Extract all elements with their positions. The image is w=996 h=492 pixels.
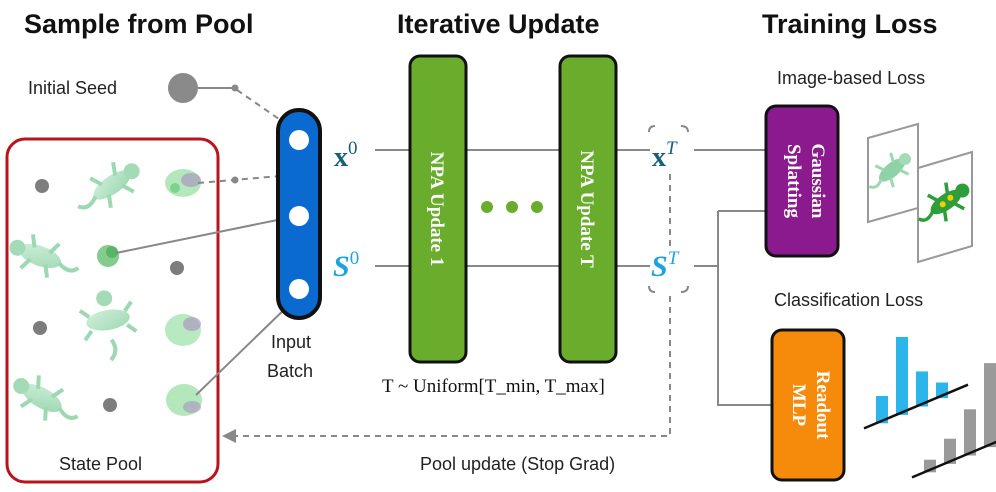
svg-text:xT: xT (652, 138, 678, 173)
pool-update-return-path (236, 296, 671, 437)
ellipsis-dots (481, 201, 543, 213)
pool-update-arrowhead (222, 429, 236, 443)
input-batch-label-line1: Input (271, 332, 311, 352)
pool-lizard-state (13, 375, 79, 421)
xT-superscript: T (666, 138, 678, 159)
batch-slot (289, 130, 309, 150)
readout-label-line1: Readout (812, 371, 833, 440)
sT-vertical-trunk (717, 211, 772, 406)
s0-symbol: S0 (333, 248, 359, 283)
npa-update-1-label: NPA Update 1 (426, 152, 447, 267)
npa-update-1-block (408, 54, 468, 364)
pool-seed-state (170, 261, 184, 275)
readout-label-line2: MLP (788, 384, 809, 427)
pool-seed-state (33, 321, 47, 335)
pool-update-label: Pool update (Stop Grad) (420, 454, 615, 474)
seed-connector-joint (231, 84, 239, 92)
target-class-histogram (911, 363, 996, 479)
t-distribution-label: T ~ Uniform[T_min, T_max] (382, 376, 605, 397)
state-pool-label: State Pool (59, 454, 142, 474)
state-pool-box (5, 137, 220, 484)
histogram-bar (876, 396, 888, 424)
histogram-bar (964, 409, 976, 456)
rendered-lizard (868, 152, 912, 189)
batch-slot (289, 279, 309, 299)
pool-lizard-state (78, 290, 138, 362)
heading-iterative-update: Iterative Update (397, 9, 600, 39)
noisy-dash-joint (231, 176, 239, 184)
s0-base: S (333, 250, 350, 283)
svg-text:S0: S0 (333, 248, 359, 283)
sT-symbol: ST (651, 248, 680, 283)
svg-text:x0: x0 (334, 138, 358, 173)
x0-superscript: 0 (348, 138, 358, 159)
sample-to-batch-link (115, 216, 293, 254)
gaussian-splatting-block (764, 104, 840, 258)
histogram-bar (896, 336, 908, 415)
rendered-image-plane (867, 122, 919, 224)
histogram-bar (916, 371, 928, 407)
pool-noisy-state (165, 169, 201, 197)
histogram-baseline (863, 383, 969, 430)
target-lizard (917, 182, 970, 222)
xT-symbol: xT (652, 138, 678, 173)
s0-superscript: 0 (350, 248, 360, 269)
image-loss-label: Image-based Loss (777, 68, 925, 88)
svg-text:ST: ST (651, 248, 680, 283)
input-batch-label-line2: Batch (267, 361, 313, 381)
ellipsis-dot (506, 201, 518, 213)
initial-seed-label: Initial Seed (28, 78, 117, 98)
pool-noisy-state (165, 314, 201, 346)
gaussian-label-line1: Gaussian (807, 144, 828, 219)
pool-lizard-state (77, 161, 140, 210)
initial-seed-dot (168, 73, 198, 103)
x0-base: x (334, 142, 348, 173)
sT-superscript: T (668, 248, 680, 269)
heading-training-loss: Training Loss (762, 9, 938, 39)
sT-base: S (651, 250, 668, 283)
histogram-baseline (911, 440, 996, 479)
xT-bracket-top (648, 125, 689, 133)
npa-update-t-label: NPA Update T (576, 150, 597, 268)
pool-seed-state (35, 179, 49, 193)
target-image-plane (917, 150, 973, 264)
ellipsis-dot (531, 201, 543, 213)
sT-bracket-bottom (648, 285, 689, 293)
pool-noisy-state (166, 384, 202, 416)
pool-seed-state (103, 398, 117, 412)
ellipsis-dot (481, 201, 493, 213)
gaussian-label-line2: Splatting (783, 144, 804, 218)
readout-mlp-block (770, 328, 846, 482)
classification-loss-label: Classification Loss (774, 290, 923, 310)
predicted-class-histogram (863, 336, 969, 430)
pool-lizard-state (9, 234, 80, 278)
histogram-bar (984, 363, 996, 448)
xT-base: x (652, 142, 666, 173)
state-pool-grid (9, 161, 293, 421)
heading-sample-from-pool: Sample from Pool (24, 9, 254, 39)
pool-to-batch-link (195, 301, 293, 396)
batch-slot (289, 206, 309, 226)
npa-update-t-block (558, 54, 618, 364)
histogram-bar (944, 438, 956, 464)
pool-sampled-state (97, 245, 119, 267)
x0-symbol: x0 (334, 138, 358, 173)
